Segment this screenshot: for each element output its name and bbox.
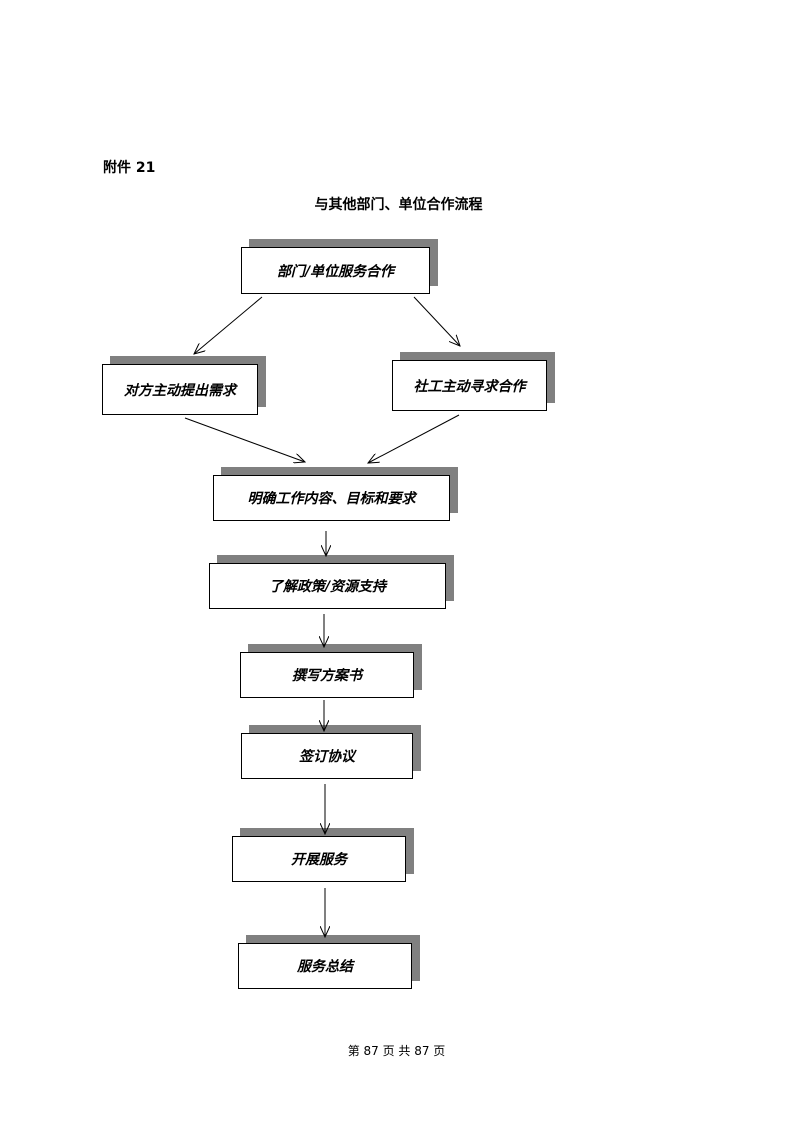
- flow-node-partner-request: 对方主动提出需求: [102, 364, 258, 415]
- flow-node-social-worker-seek: 社工主动寻求合作: [392, 360, 547, 411]
- flow-node-clarify-goals: 明确工作内容、目标和要求: [213, 475, 450, 521]
- page-title: 与其他部门、单位合作流程: [314, 197, 483, 213]
- arrow-n2-n4: [184, 417, 305, 462]
- arrow-n1-n3: [413, 296, 460, 346]
- flow-node-write-proposal: 撰写方案书: [240, 652, 414, 698]
- attachment-label: 附件 21: [103, 160, 156, 176]
- arrow-n1-n2: [194, 296, 263, 354]
- flow-node-department-cooperation: 部门/单位服务合作: [241, 247, 430, 294]
- flow-node-service-summary: 服务总结: [238, 943, 412, 989]
- flow-node-deliver-service: 开展服务: [232, 836, 406, 882]
- flow-node-policy-resources: 了解政策/资源支持: [209, 563, 446, 609]
- flow-node-sign-agreement: 签订协议: [241, 733, 413, 779]
- page-number-footer: 第 87 页 共 87 页: [347, 1044, 446, 1058]
- arrow-n3-n4: [368, 414, 460, 463]
